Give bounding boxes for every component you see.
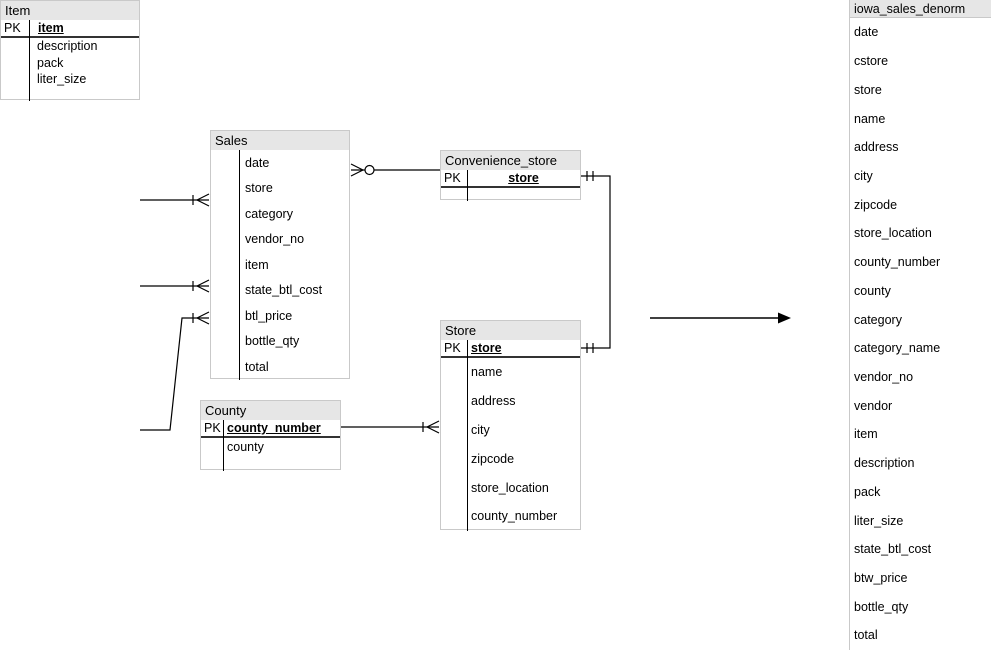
field: liter_size [37, 72, 87, 87]
field: county_number [471, 509, 558, 524]
denorm-field: vendor_no [854, 369, 914, 384]
denorm-field: name [854, 111, 886, 126]
pk-label: PK [4, 21, 21, 35]
entity-sales[interactable]: Sales date store category vendor_no item… [210, 130, 350, 380]
field: county [227, 440, 264, 454]
one-one-ticks-icon [586, 343, 594, 353]
field: bottle_qty [245, 334, 300, 349]
entity-title: Store [441, 321, 580, 340]
pk-label: PK [444, 341, 461, 355]
crow-foot-one-many-icon [422, 420, 440, 434]
crow-foot-one-many-icon [192, 279, 210, 293]
entity-title: Convenience_store [441, 151, 580, 170]
pk-row: PK store [441, 340, 580, 358]
denorm-field: category [854, 312, 902, 327]
denorm-title: iowa_sales_denorm [850, 0, 991, 18]
pk-column-divider [29, 20, 30, 101]
entity-store[interactable]: Store PK store name address city zipcode… [440, 320, 581, 531]
field: description [37, 39, 98, 54]
pk-row: PK store [441, 170, 580, 188]
pk-field: store [508, 171, 539, 185]
denorm-field: store [854, 82, 882, 97]
denorm-field: county [854, 283, 891, 298]
entity-county[interactable]: County PK county_number county [200, 400, 341, 471]
pk-label: PK [444, 171, 461, 185]
crow-foot-many-icon [350, 163, 364, 177]
denorm-field: item [854, 427, 878, 442]
pk-column-divider [467, 170, 468, 201]
entity-title: County [201, 401, 340, 420]
field: total [245, 359, 269, 374]
field: city [471, 422, 490, 437]
transform-arrow[interactable] [650, 312, 791, 324]
field: date [245, 155, 270, 170]
arrow-head-icon [778, 312, 791, 324]
field: category [245, 206, 293, 221]
crow-foot-one-many-icon [192, 311, 210, 325]
connector-line [581, 175, 611, 349]
pk-column-divider [467, 340, 468, 531]
denorm-field: city [854, 168, 873, 183]
entity-convenience-store[interactable]: Convenience_store PK store [440, 150, 581, 201]
denorm-field: cstore [854, 54, 889, 69]
denorm-table-iowa-sales[interactable]: iowa_sales_denorm date cstore store name… [849, 0, 991, 650]
denorm-field: store_location [854, 226, 932, 241]
denorm-field: state_btl_cost [854, 542, 932, 557]
connector-line [140, 317, 209, 431]
field: item [245, 257, 269, 272]
field: state_btl_cost [245, 283, 323, 298]
connector-vendor-sales[interactable] [140, 279, 210, 293]
pk-column-divider [223, 420, 224, 471]
field: vendor_no [245, 232, 305, 247]
pk-field: county_number [227, 421, 321, 435]
field: address [471, 394, 516, 409]
denorm-field: date [854, 25, 879, 40]
field: btl_price [245, 308, 293, 323]
zero-optional-circle-icon [364, 164, 375, 176]
pk-column-divider [239, 150, 240, 380]
pk-field: store [471, 341, 502, 355]
denorm-field: btw_price [854, 571, 908, 586]
entity-title: Item [1, 1, 139, 20]
denorm-field: description [854, 456, 915, 471]
field: store [245, 181, 273, 196]
connector-category-sales[interactable] [140, 193, 210, 207]
entity-title: Sales [211, 131, 349, 150]
denorm-field: zipcode [854, 197, 898, 212]
field: pack [37, 55, 64, 70]
connector-sales-convenience-store[interactable] [350, 163, 440, 177]
pk-row: PK county_number [201, 420, 340, 438]
connector-county-store[interactable] [341, 420, 440, 434]
denorm-field: total [854, 628, 878, 643]
connector-convenience-store-store[interactable] [581, 171, 611, 353]
denorm-field: bottle_qty [854, 599, 909, 614]
field: name [471, 365, 503, 380]
crow-foot-one-many-icon [192, 193, 210, 207]
denorm-field: pack [854, 484, 881, 499]
denorm-field: vendor [854, 398, 893, 413]
pk-label: PK [204, 421, 221, 435]
entity-item[interactable]: Item PK item description pack liter_size [0, 0, 140, 101]
one-one-ticks-icon [586, 171, 594, 181]
pk-field: item [38, 21, 64, 35]
pk-row: PK item [1, 20, 139, 38]
denorm-field: county_number [854, 255, 941, 270]
denorm-field: address [854, 140, 899, 155]
field: store_location [471, 480, 549, 495]
denorm-field: liter_size [854, 513, 904, 528]
connector-item-sales[interactable] [140, 311, 210, 431]
field: zipcode [471, 451, 515, 466]
denorm-field: category_name [854, 341, 941, 356]
